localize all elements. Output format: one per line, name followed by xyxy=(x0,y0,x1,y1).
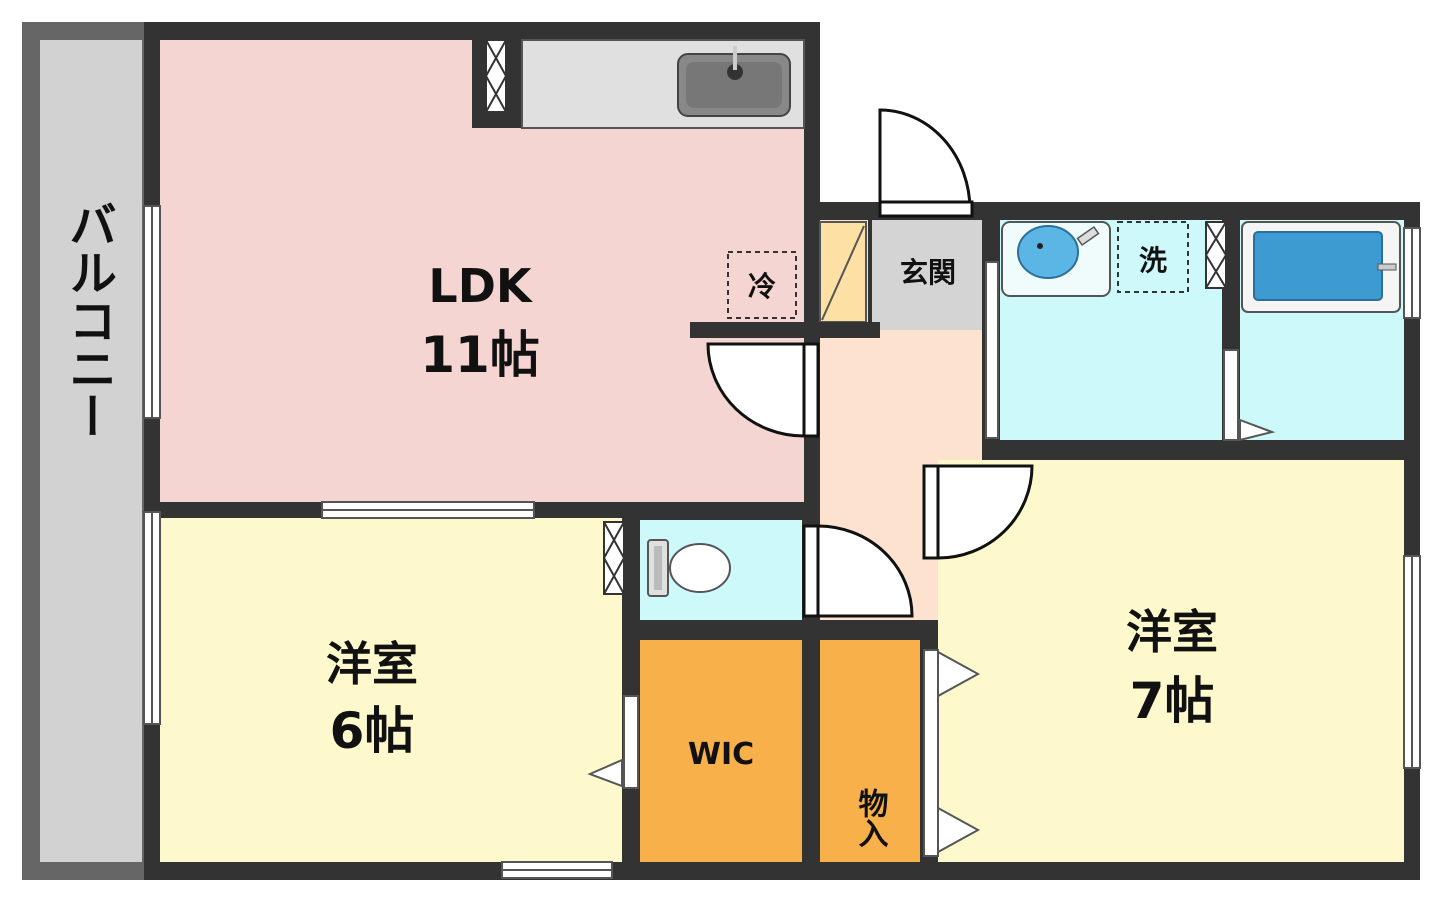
ldk-size: 11帖 xyxy=(420,326,540,384)
bathtub xyxy=(1241,221,1401,313)
western-right-size: 7帖 xyxy=(1130,672,1215,730)
storage-room xyxy=(820,640,920,862)
storage-label: 物入 xyxy=(853,788,889,848)
ldk-door[interactable] xyxy=(706,342,820,438)
entrance-label: 玄関 xyxy=(900,256,956,289)
toilet-door[interactable] xyxy=(802,524,914,618)
western-left-size: 6帖 xyxy=(330,702,415,760)
wic-door[interactable] xyxy=(587,695,639,789)
western-right-name: 洋室 xyxy=(1126,605,1218,659)
storage-door[interactable] xyxy=(923,649,981,857)
wic-room xyxy=(640,640,802,862)
balcony-label: バルコニー xyxy=(60,200,116,440)
western-left-name: 洋室 xyxy=(326,637,418,691)
washer-space xyxy=(1117,221,1189,293)
washer-label: 洗 xyxy=(1139,244,1167,277)
western-room-left xyxy=(160,518,622,862)
fridge-label: 冷 xyxy=(748,270,776,303)
balcony xyxy=(22,22,144,880)
western-room-right-door[interactable] xyxy=(922,464,1034,560)
fridge-space xyxy=(727,251,797,319)
wic-label: WIC xyxy=(688,737,754,772)
kitchen-counter xyxy=(521,39,805,129)
ldk-name: LDK xyxy=(428,259,533,313)
western-room-right xyxy=(938,460,1404,862)
entry-door[interactable] xyxy=(878,108,974,218)
washroom-door[interactable] xyxy=(1223,349,1276,442)
entrance-step-wall xyxy=(690,322,880,338)
toilet xyxy=(647,539,731,597)
structural-column xyxy=(484,39,1228,595)
entrance-area xyxy=(819,220,982,330)
washbasin xyxy=(1001,221,1111,297)
